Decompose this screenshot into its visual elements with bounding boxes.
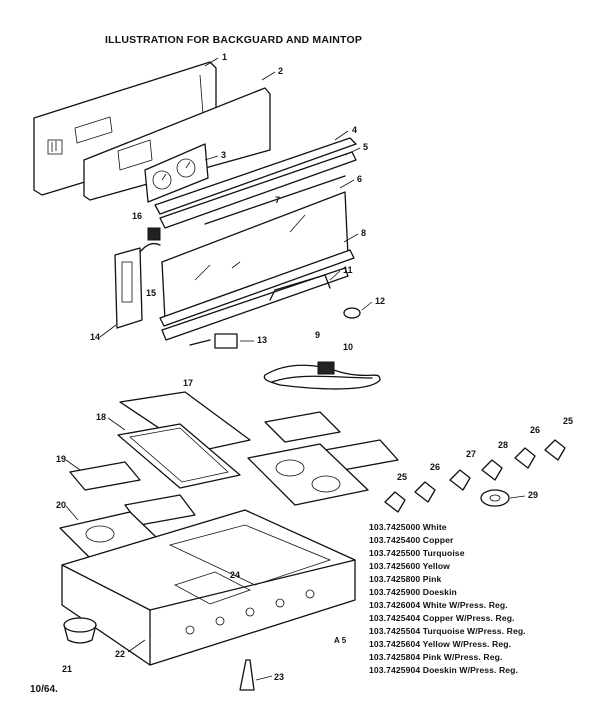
callout-4: 4: [352, 125, 357, 135]
callout-20: 20: [56, 500, 66, 510]
callout-9: 9: [315, 330, 320, 340]
callout-8: 8: [361, 228, 366, 238]
page-title: ILLUSTRATION FOR BACKGUARD AND MAINTOP: [105, 34, 363, 46]
model-item: 103.7425904 Doeskin W/Press. Reg.: [369, 665, 518, 675]
model-item: 103.7425000 White: [369, 522, 447, 532]
model-item: 103.7425900 Doeskin: [369, 587, 457, 597]
top-trim: [154, 137, 357, 229]
callout-1: 1: [222, 52, 227, 62]
callout-26a: 26: [530, 425, 540, 435]
callout-3: 3: [221, 150, 226, 160]
small-parts: [189, 307, 361, 349]
control-knobs: [384, 439, 566, 513]
callout-18: 18: [96, 412, 106, 422]
callout-25b: 25: [397, 472, 407, 482]
side-bracket: [114, 227, 161, 329]
model-item: 103.7425800 Pink: [369, 574, 442, 584]
burner-grates: [69, 411, 399, 526]
model-item: 103.7425604 Yellow W/Press. Reg.: [369, 639, 512, 649]
wiring-harness: [263, 361, 381, 390]
clock-timer: [144, 143, 209, 203]
callout-12: 12: [375, 296, 385, 306]
callout-labels: 1 2 3 4 5 6 7 8 9 10 11 12 13 14 15 16 1…: [56, 52, 573, 682]
callout-14: 14: [90, 332, 100, 342]
callout-27: 27: [466, 449, 476, 459]
lower-trim: [159, 249, 355, 341]
model-item: 103.7425600 Yellow: [369, 561, 450, 571]
model-item: 103.7425804 Pink W/Press. Reg.: [369, 652, 503, 662]
callout-16: 16: [132, 211, 142, 221]
leader-lines: [65, 57, 526, 681]
range-body: [61, 509, 356, 666]
model-item: 103.7425404 Copper W/Press. Reg.: [369, 613, 515, 623]
model-item: 103.7425400 Copper: [369, 535, 454, 545]
callout-15: 15: [146, 288, 156, 298]
figure-code: A 5: [334, 636, 347, 645]
callout-25a: 25: [563, 416, 573, 426]
model-item: 103.7425500 Turquoise: [369, 548, 465, 558]
callout-2: 2: [278, 66, 283, 76]
model-item: 103.7426004 White W/Press. Reg.: [369, 600, 508, 610]
callout-28: 28: [498, 440, 508, 450]
callout-21: 21: [62, 664, 72, 674]
callout-23: 23: [274, 672, 284, 682]
callout-13: 13: [257, 335, 267, 345]
callout-22: 22: [115, 649, 125, 659]
callout-29: 29: [528, 490, 538, 500]
callout-5: 5: [363, 142, 368, 152]
callout-26b: 26: [430, 462, 440, 472]
callout-24: 24: [230, 570, 240, 580]
callout-17: 17: [183, 378, 193, 388]
maintop-frame: [117, 423, 241, 489]
model-item: 103.7425504 Turquoise W/Press. Reg.: [369, 626, 526, 636]
date-stamp: 10/64.: [30, 684, 58, 695]
callout-6: 6: [357, 174, 362, 184]
callout-19: 19: [56, 454, 66, 464]
callout-11: 11: [343, 265, 353, 275]
backguard-front-panel: [83, 87, 271, 201]
callout-10: 10: [343, 342, 353, 352]
burner-cone: [239, 659, 255, 691]
callout-7: 7: [275, 195, 280, 205]
drip-cup: [63, 617, 97, 644]
